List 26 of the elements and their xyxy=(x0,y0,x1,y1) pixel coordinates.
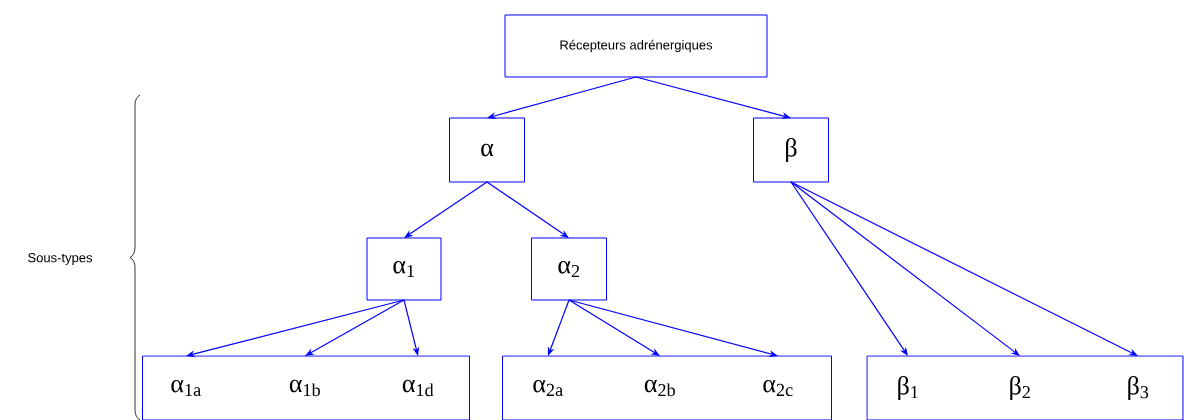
group-box xyxy=(502,355,832,420)
arrow xyxy=(568,299,660,356)
group-box xyxy=(142,355,470,420)
title-box: Récepteurs adrénergiques xyxy=(504,14,768,78)
arrow xyxy=(547,299,570,356)
arrow xyxy=(305,299,405,356)
subtype-label: β$_{1}$ xyxy=(898,376,918,400)
arrow xyxy=(404,181,488,238)
subtype-label: α$_{1b}$ xyxy=(289,379,320,397)
subtype-label: α$_{1d}$ xyxy=(402,379,434,397)
subtype-box: β xyxy=(753,117,829,183)
side-label: Sous-types xyxy=(28,253,93,265)
subtype-label: α$_{1a}$ xyxy=(171,379,201,397)
subtype-box: α xyxy=(449,117,525,183)
subtype-label: β$_{2}$ xyxy=(1010,376,1030,400)
subtype-label: α$_{2c}$ xyxy=(763,379,793,397)
subtype-box: α$_{1}$ xyxy=(366,237,442,301)
arrow xyxy=(790,181,1138,356)
subtype-label: α$_{2b}$ xyxy=(644,379,675,397)
arrow xyxy=(486,181,569,238)
group-box xyxy=(866,355,1184,420)
arrow xyxy=(790,181,908,356)
subtype-box: α$_{2}$ xyxy=(531,237,607,301)
subtype-label: α$_{2a}$ xyxy=(533,379,563,397)
subtype-label: β$_{3}$ xyxy=(1128,376,1149,400)
arrow xyxy=(790,181,1020,356)
